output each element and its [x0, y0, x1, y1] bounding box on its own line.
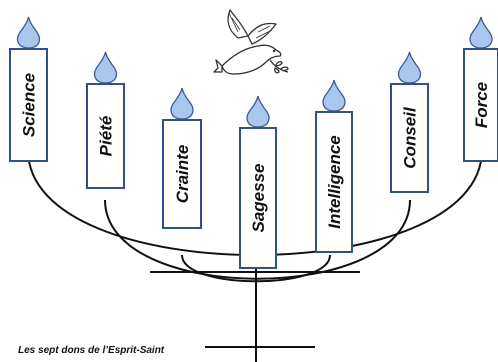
candle-label: Force [472, 82, 491, 128]
candle-5: Intelligence [315, 79, 353, 253]
candle-label: Intelligence [325, 135, 344, 229]
flame-icon [93, 51, 118, 84]
candle-4: Sagesse [239, 95, 277, 269]
candle-body [162, 119, 202, 229]
flame-icon [397, 51, 422, 84]
candle-label: Piété [97, 116, 116, 157]
candle-3: Crainte [162, 87, 202, 229]
candle-body [86, 83, 125, 189]
candle-label: Conseil [401, 106, 420, 169]
candle-body [463, 48, 498, 162]
menorah-arm-second [104, 199, 411, 280]
candle-body [390, 83, 429, 193]
candle-2: Piété [86, 51, 125, 189]
dove-icon [213, 9, 289, 75]
candle-7: Force [463, 16, 498, 162]
candle-label: Crainte [173, 145, 192, 204]
candle-body [9, 48, 48, 162]
candle-1: Science [9, 16, 48, 162]
candle-body [239, 127, 277, 269]
caption: Les sept dons de l’Esprit-Saint [18, 345, 165, 356]
candle-label: Science [20, 73, 39, 137]
flame-icon [322, 79, 346, 112]
flame-icon [170, 87, 194, 120]
candle-body [315, 111, 353, 253]
candle-6: Conseil [390, 51, 429, 193]
flame-icon [469, 16, 493, 49]
flame-icon [246, 95, 270, 128]
candle-label: Sagesse [249, 164, 268, 233]
flame-icon [16, 16, 41, 49]
